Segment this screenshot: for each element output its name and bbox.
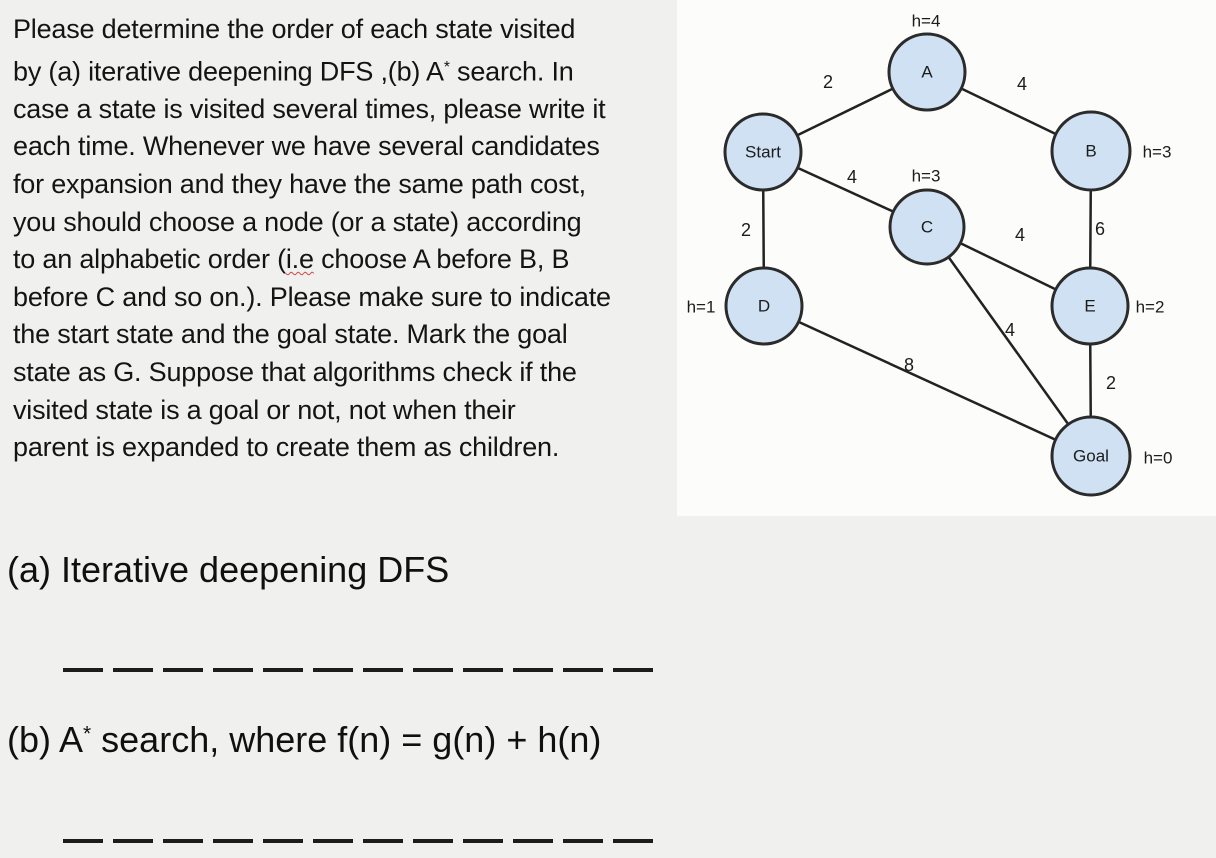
question-text-line: visited state is a goal or not, not when…: [13, 394, 516, 425]
node-circle-a: [887, 32, 967, 112]
heuristic-label-c: h=3: [912, 167, 941, 186]
node-circle-goal: [1050, 415, 1132, 497]
edge-weight-label-start-d: 2: [741, 220, 751, 240]
edge-weight-label-start-a: 2: [823, 72, 833, 92]
question-b-label-rest: search, where f(n) = g(n) + h(n): [91, 719, 602, 760]
node-circle-d: [724, 266, 804, 346]
node-label-c: C: [921, 218, 933, 237]
question-a-heading: (a) Iterative deepening DFS: [7, 549, 449, 591]
answer-blank-a: [63, 668, 655, 672]
edge-weight-label-c-goal: 4: [1005, 320, 1015, 340]
edge-line-d-goal: [763, 304, 1092, 458]
question-text-segment: to an alphabetic order (: [13, 244, 286, 275]
superscript-asterisk: *: [443, 58, 450, 76]
node-label-goal: Goal: [1073, 447, 1109, 466]
question-b-heading: (b) A* search, where f(n) = g(n) + h(n): [7, 719, 601, 761]
question-text-line: to an alphabetic order (i.e choose A bef…: [13, 241, 675, 279]
question-text-line: the start state and the goal state. Mark…: [13, 319, 568, 350]
node-circle-e: [1050, 266, 1130, 346]
heuristic-label-e: h=2: [1136, 298, 1165, 317]
question-text-line: before C and so on.). Please make sure t…: [13, 281, 611, 312]
edge-weight-label-b-e: 6: [1095, 219, 1105, 239]
node-label-d: D: [758, 297, 770, 316]
question-text-line: by (a) iterative deepening DFS ,(b) A* s…: [13, 49, 675, 91]
edge-weight-label-c-e: 4: [1015, 225, 1025, 245]
heuristic-label-goal: h=0: [1144, 449, 1173, 468]
heuristic-label-a: h=4: [912, 12, 941, 31]
question-text-line: state as G. Suppose that algorithms chec…: [13, 356, 577, 387]
edge-weight-label-start-c: 4: [847, 167, 857, 187]
edge-weight-label-a-b: 4: [1017, 74, 1027, 94]
question-text-segment: search. In: [449, 56, 574, 87]
edge-weight-label-d-goal: 8: [904, 355, 914, 375]
superscript-asterisk: *: [83, 722, 92, 746]
node-circle-c: [888, 188, 966, 266]
question-text-segment: by (a) iterative deepening DFS ,(b) A: [13, 56, 444, 87]
question-text-line: for expansion and they have the same pat…: [13, 168, 586, 199]
question-a-label: (a) Iterative deepening DFS: [7, 549, 450, 590]
question-text-line: parent is expanded to create them as chi…: [13, 432, 560, 463]
question-text-line: case a state is visited several times, p…: [13, 93, 606, 124]
answer-blank-b: [63, 839, 655, 843]
node-label-b: B: [1085, 142, 1096, 161]
node-label-a: A: [921, 63, 933, 82]
heuristic-label-d: h=1: [687, 298, 716, 317]
heuristic-label-b: h=3: [1143, 143, 1172, 162]
node-circle-start: [723, 112, 803, 192]
node-label-start: Start: [745, 143, 781, 162]
question-text-segment: choose A before B, B: [313, 244, 570, 275]
node-circle-b: [1050, 110, 1132, 192]
node-label-e: E: [1084, 297, 1095, 316]
question-text: Please determine the order of each state…: [13, 11, 675, 467]
question-b-label: (b) A: [7, 719, 84, 760]
question-text-line: Please determine the order of each state…: [13, 14, 576, 44]
question-text-line: each time. Whenever we have several cand…: [13, 131, 600, 162]
edge-weight-label-e-goal: 2: [1106, 373, 1116, 393]
spellcheck-underlined-text: i.e: [285, 244, 314, 275]
edge-line-c-goal: [925, 226, 1093, 457]
question-text-line: you should choose a node (or a state) ac…: [13, 206, 582, 237]
